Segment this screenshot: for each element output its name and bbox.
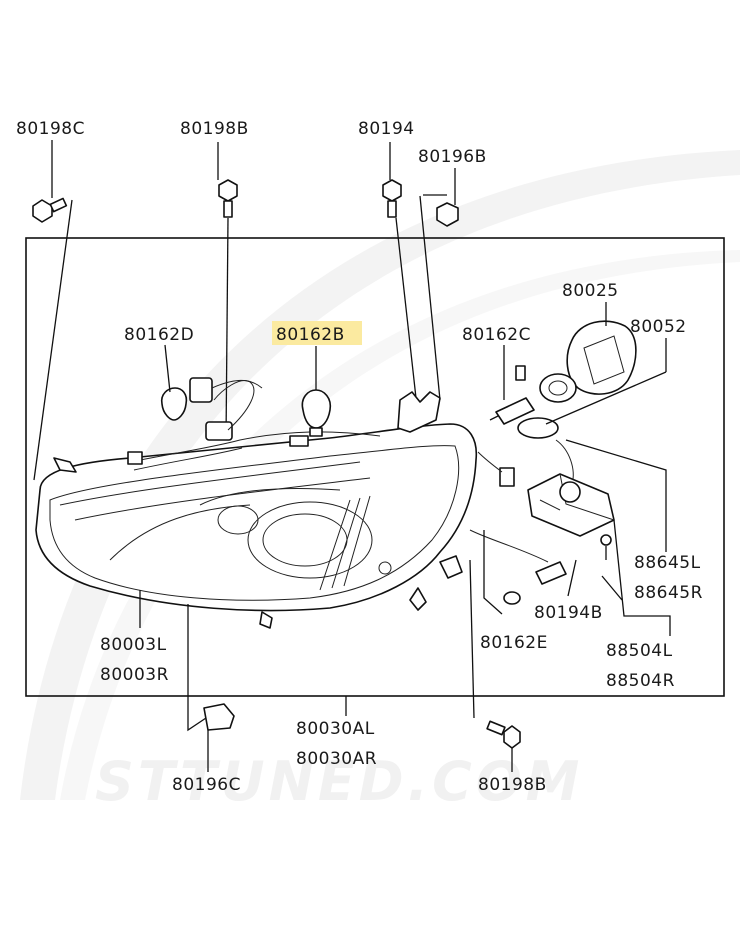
ballast-88504 xyxy=(527,473,615,537)
label-80162d: 80162D xyxy=(124,325,194,345)
leader-80052-b xyxy=(545,371,667,425)
leader-80194b xyxy=(567,559,577,597)
leader-88645 xyxy=(565,439,667,552)
leader-88504 xyxy=(613,519,671,636)
label-80198b-top: 80198B xyxy=(180,119,249,139)
leader-80198b-bottom xyxy=(469,559,475,719)
clip-nut-80196b xyxy=(436,168,459,227)
bolt-80198b-bottom xyxy=(486,720,521,772)
label-80052: 80052 xyxy=(630,317,687,337)
cover-80025 xyxy=(566,320,637,395)
bolt-80198b-top xyxy=(217,142,238,218)
igniter-88645 xyxy=(477,451,515,487)
label-80194b: 80194B xyxy=(534,603,603,623)
cable xyxy=(469,529,549,563)
bulb-80162c xyxy=(489,365,535,425)
ring-80162e xyxy=(503,591,521,605)
bolt-80198c xyxy=(32,140,68,223)
watermark-text: STTUNED.COM xyxy=(95,750,583,813)
leader-80196b-b xyxy=(419,195,441,401)
leader-80198c xyxy=(33,199,73,481)
label-80198b-bottom: 80198B xyxy=(478,775,547,795)
leader-80162e xyxy=(483,530,503,615)
label-80003l: 80003L xyxy=(100,635,167,655)
headlamp-housing xyxy=(35,380,478,629)
highlight-80162b xyxy=(272,321,362,345)
label-80196b: 80196B xyxy=(418,147,487,167)
label-80194: 80194 xyxy=(358,119,415,139)
label-80196c: 80196C xyxy=(172,775,241,795)
label-88645r: 88645R xyxy=(634,583,703,603)
label-80162b: 80162B xyxy=(276,325,345,345)
assembly-frame xyxy=(25,237,725,697)
label-80162e: 80162E xyxy=(480,633,548,653)
leader-88645-b xyxy=(601,575,623,601)
bolt-80194 xyxy=(382,142,402,218)
label-80162c: 80162C xyxy=(462,325,531,345)
label-88504r: 88504R xyxy=(606,671,675,691)
label-80198c: 80198C xyxy=(16,119,85,139)
clip-80196c xyxy=(203,703,235,731)
leader-80162d xyxy=(164,344,171,393)
leader-80198b-top xyxy=(225,217,229,441)
bulb-80162b xyxy=(301,389,332,437)
bolt-80194b xyxy=(535,534,612,585)
bulb-80162d xyxy=(160,377,263,421)
label-88645l: 88645L xyxy=(634,553,701,573)
label-80003r: 80003R xyxy=(100,665,169,685)
socket-80052 xyxy=(517,373,577,485)
label-88504l: 88504L xyxy=(606,641,673,661)
leader-80194 xyxy=(395,217,417,399)
label-80030al: 80030AL xyxy=(296,719,375,739)
leader-80196c xyxy=(187,604,207,732)
label-80030ar: 80030AR xyxy=(296,749,377,769)
label-80025: 80025 xyxy=(562,281,619,301)
